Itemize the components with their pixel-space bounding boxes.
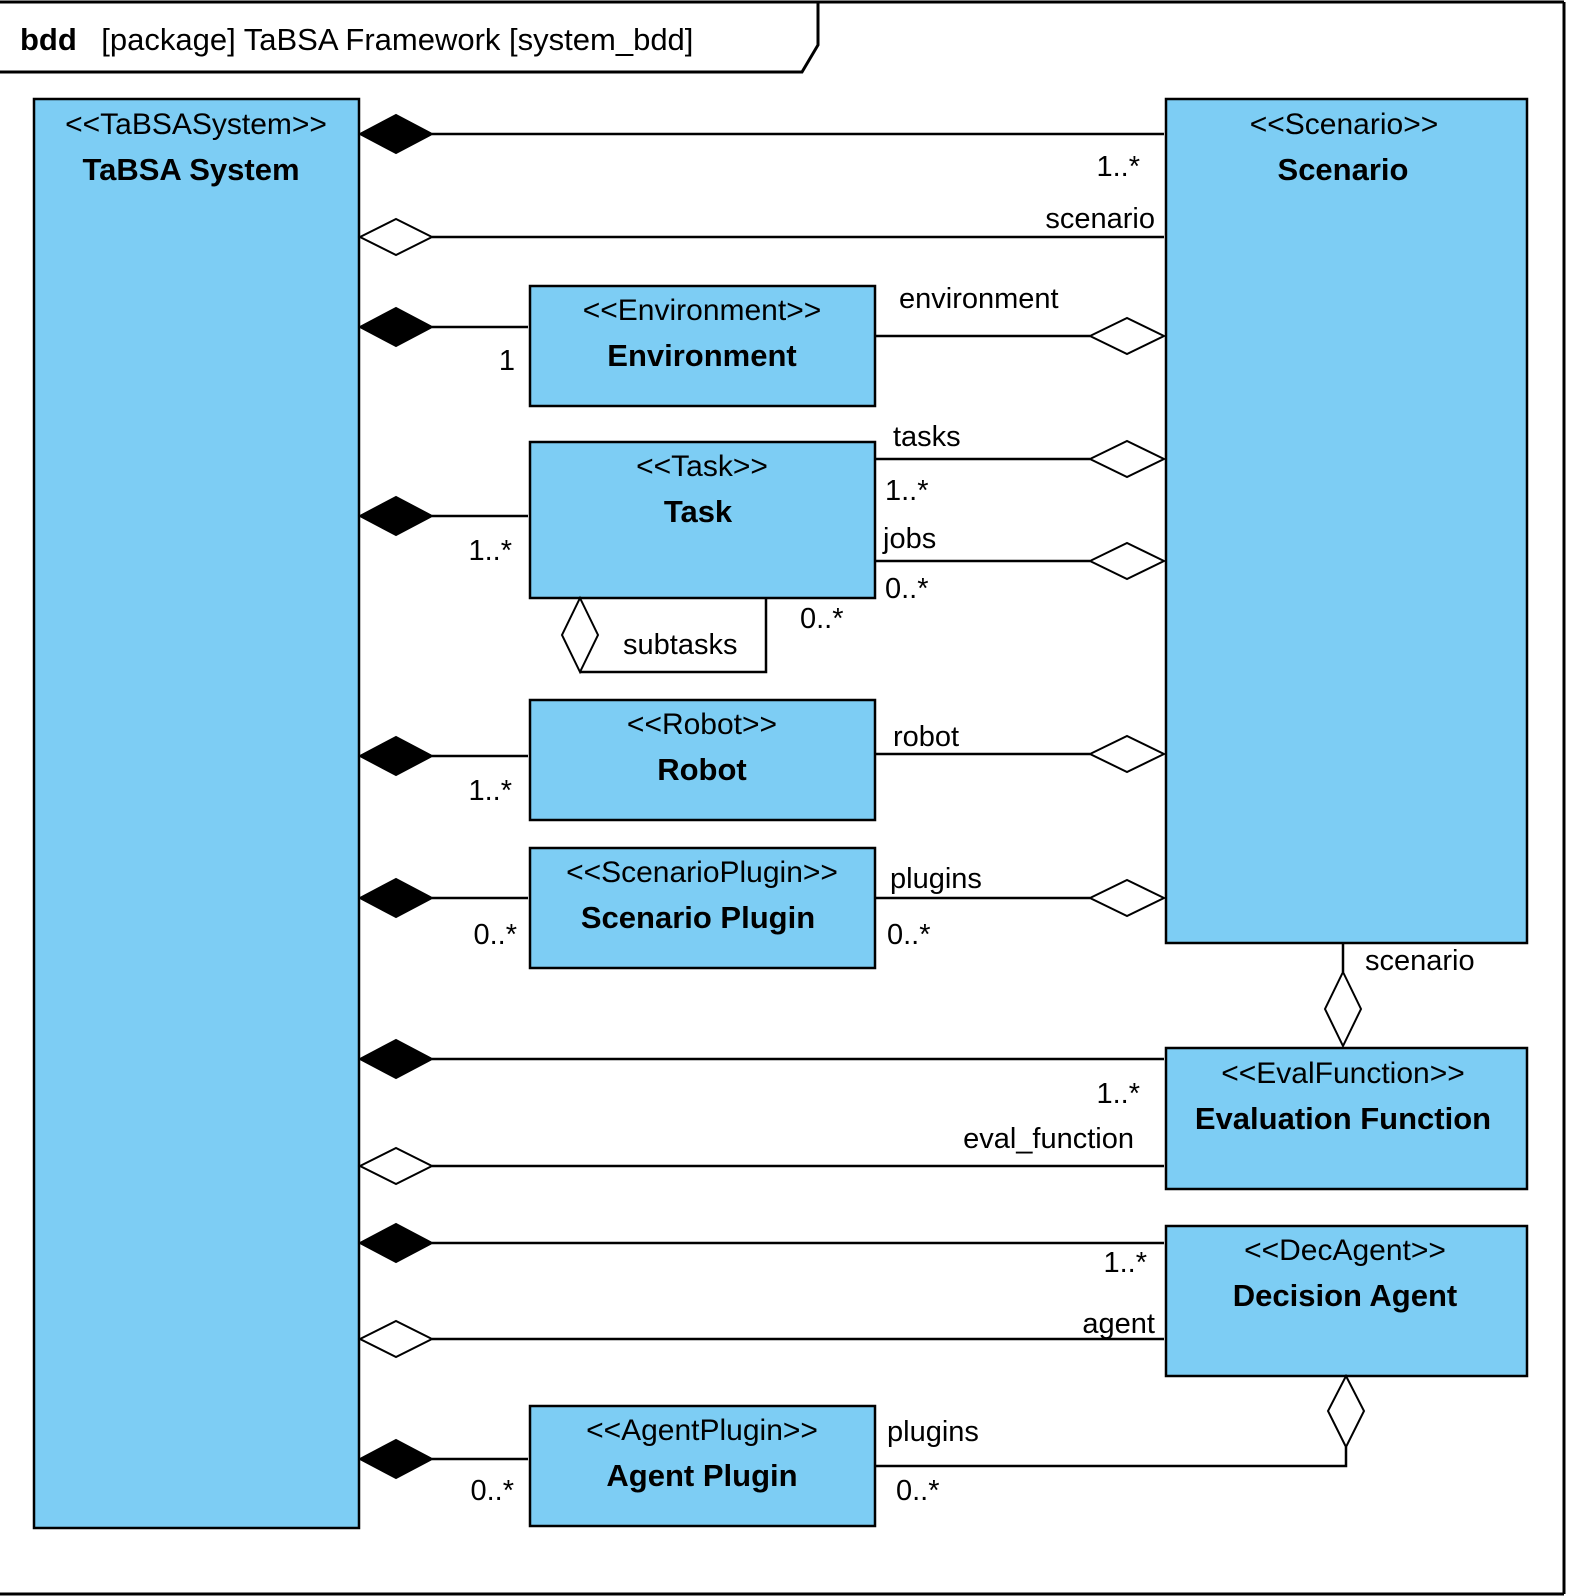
label-robot-mult: 1..*	[468, 775, 512, 807]
label-plugins-mult: 0..*	[887, 919, 931, 951]
aggregation-diamond-scenario-jobs	[1087, 541, 1167, 581]
label-agent-plugins-role: plugins	[887, 1416, 979, 1448]
block-scenario-name: Scenario	[1278, 152, 1409, 187]
block-robot-stereotype: <<Robot>>	[627, 708, 777, 741]
label-agent-role: agent	[1082, 1308, 1155, 1340]
block-eval-function-name: Evaluation Function	[1195, 1101, 1491, 1136]
connectors	[432, 132, 1348, 1468]
block-task[interactable]: <<Task>> Task	[528, 440, 877, 600]
aggregation-diamond-system-agent	[357, 1319, 435, 1359]
block-decision-agent-name: Decision Agent	[1233, 1278, 1458, 1313]
label-jobs-mult: 0..*	[885, 573, 929, 605]
block-eval-function-box	[1164, 1046, 1529, 1191]
composition-diamond-robot	[357, 735, 435, 777]
label-agent-plugins-mult: 0..*	[896, 1475, 940, 1507]
block-agent-plugin-stereotype: <<AgentPlugin>>	[586, 1414, 818, 1447]
aggregation-diamond-scenario-environment	[1087, 316, 1167, 356]
block-scenario-box	[1164, 97, 1529, 945]
composition-diamond-agent-plugin	[357, 1438, 435, 1480]
block-environment-stereotype: <<Environment>>	[583, 294, 822, 327]
block-eval-function[interactable]: <<EvalFunction>> Evaluation Function	[1164, 1046, 1529, 1191]
block-decision-agent-stereotype: <<DecAgent>>	[1244, 1234, 1446, 1267]
block-tabsa-system-name: TaBSA System	[82, 152, 299, 187]
block-tabsa-system-box	[32, 97, 361, 1530]
block-task-stereotype: <<Task>>	[636, 450, 768, 483]
block-scenario-plugin[interactable]: <<ScenarioPlugin>> Scenario Plugin	[528, 846, 877, 970]
block-agent-plugin[interactable]: <<AgentPlugin>> Agent Plugin	[528, 1404, 877, 1528]
label-sys-scenario-mult: 1..*	[1096, 151, 1140, 183]
label-task-mult: 1..*	[468, 535, 512, 567]
label-tasks-mult: 1..*	[885, 475, 929, 507]
label-eval-role: eval_function	[963, 1123, 1134, 1155]
block-environment-box	[528, 284, 877, 408]
block-scenario-plugin-box	[528, 846, 877, 970]
label-eval-scenario-role: scenario	[1365, 945, 1475, 977]
block-eval-function-stereotype: <<EvalFunction>>	[1221, 1057, 1465, 1090]
association-markers	[357, 113, 1366, 1480]
block-environment[interactable]: <<Environment>> Environment	[528, 284, 877, 408]
composition-diamond-decision-agent	[357, 1222, 435, 1264]
label-environment-mult: 1	[499, 345, 515, 377]
label-scenario-plugin-mult: 0..*	[473, 919, 517, 951]
label-agent-plugin-mult: 0..*	[470, 1475, 514, 1507]
block-robot-box	[528, 698, 877, 822]
aggregation-diamond-task-subtasks	[560, 595, 600, 675]
block-agent-plugin-name: Agent Plugin	[606, 1458, 797, 1493]
label-plugins-role: plugins	[890, 863, 982, 895]
composition-diamond-scenario	[357, 113, 435, 155]
composition-diamond-eval-function	[357, 1038, 435, 1080]
block-agent-plugin-box	[528, 1404, 877, 1528]
edge-task-subtasks[interactable]	[580, 597, 768, 674]
label-robot-role: robot	[893, 721, 959, 753]
aggregation-diamond-scenario-plugins	[1087, 878, 1167, 918]
frame-title: [package] TaBSA Framework [system_bdd]	[101, 22, 693, 57]
label-subtasks-role: subtasks	[623, 629, 737, 661]
block-scenario-stereotype: <<Scenario>>	[1250, 108, 1438, 141]
label-tasks-role: tasks	[893, 421, 961, 453]
block-task-box	[528, 440, 877, 600]
frame-keyword: bdd	[20, 22, 77, 57]
block-robot[interactable]: <<Robot>> Robot	[528, 698, 877, 822]
label-agent-mult: 1..*	[1103, 1247, 1147, 1279]
frame-header-text: bdd [package] TaBSA Framework [system_bd…	[20, 22, 693, 57]
composition-diamond-scenario-plugin	[357, 877, 435, 919]
association-labels: 1..* scenario environment 1 tasks 1..* j…	[468, 151, 1474, 1507]
block-environment-name: Environment	[607, 338, 796, 373]
aggregation-diamond-system-scenario	[357, 217, 435, 257]
label-sys-scenario-role: scenario	[1045, 203, 1155, 235]
block-decision-agent-box	[1164, 1224, 1529, 1378]
block-task-name: Task	[664, 494, 733, 529]
block-tabsa-system-stereotype: <<TaBSASystem>>	[65, 108, 327, 141]
composition-diamond-environment	[357, 306, 435, 348]
block-scenario[interactable]: <<Scenario>> Scenario	[1164, 97, 1529, 945]
frame-header-tab	[0, 2, 820, 74]
aggregation-diamond-scenario-robot	[1087, 734, 1167, 774]
aggregation-diamond-eval-scenario	[1323, 969, 1363, 1049]
label-jobs-role: jobs	[882, 523, 936, 555]
block-decision-agent[interactable]: <<DecAgent>> Decision Agent	[1164, 1224, 1529, 1378]
label-subtasks-mult: 0..*	[800, 603, 844, 635]
aggregation-diamond-scenario-tasks	[1087, 439, 1167, 479]
aggregation-diamond-agent-plugins	[1326, 1373, 1366, 1450]
label-environment-role: environment	[899, 283, 1059, 315]
block-scenario-plugin-stereotype: <<ScenarioPlugin>>	[566, 856, 838, 889]
block-tabsa-system[interactable]: <<TaBSASystem>> TaBSA System	[32, 97, 361, 1530]
label-eval-mult: 1..*	[1096, 1078, 1140, 1110]
aggregation-diamond-system-eval	[357, 1146, 435, 1186]
edge-agent-plugin-decision-agent[interactable]	[876, 1447, 1348, 1468]
block-scenario-plugin-name: Scenario Plugin	[581, 900, 815, 935]
composition-diamond-task	[357, 495, 435, 537]
block-robot-name: Robot	[657, 752, 747, 787]
